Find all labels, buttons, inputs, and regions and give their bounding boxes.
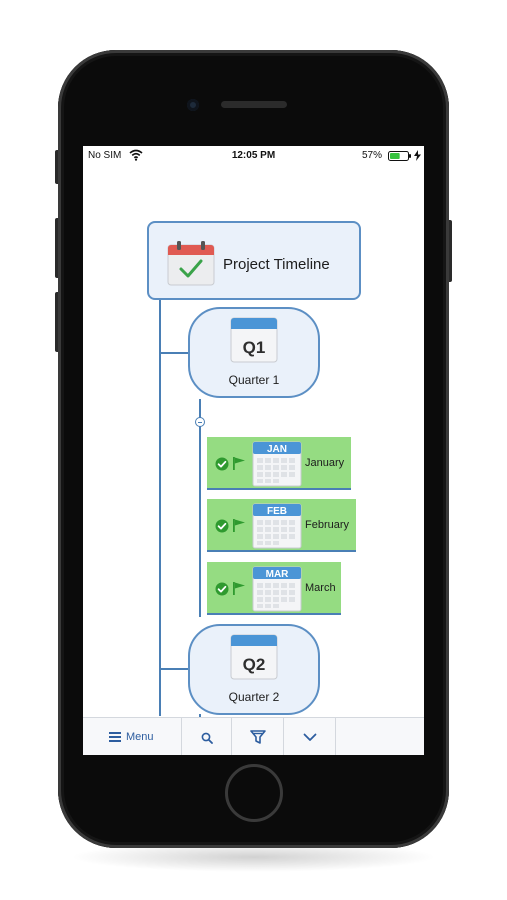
flag-icon — [233, 457, 245, 470]
timeline-tree: Project Timeline Q1 Quarter 1 — [83, 166, 424, 718]
month-node-march[interactable]: MAR March — [207, 562, 341, 615]
month-node-january[interactable]: JAN January — [207, 437, 351, 490]
silent-switch — [55, 150, 60, 184]
quarter-calendar-icon: Q1 — [230, 317, 278, 363]
q1-connector — [159, 352, 188, 354]
calendar-check-icon — [167, 241, 215, 286]
power-button — [447, 220, 452, 282]
check-circle-icon — [215, 582, 229, 596]
menu-icon — [109, 732, 121, 742]
month-label: February — [305, 519, 350, 531]
carrier-label: No SIM — [88, 150, 122, 161]
expand-more-button[interactable] — [284, 718, 336, 755]
status-bar: No SIM 12:05 PM 57% — [83, 146, 424, 166]
front-camera — [187, 99, 199, 111]
menu-button[interactable]: Menu — [83, 718, 182, 755]
quarter-label: Quarter 1 — [228, 373, 280, 387]
root-connector-line — [159, 300, 161, 716]
month-calendar-icon: FEB — [252, 503, 302, 549]
month-label: January — [305, 457, 345, 469]
bottom-toolbar: Menu — [83, 717, 424, 755]
q2-children-line — [199, 714, 201, 718]
month-calendar-icon: MAR — [252, 566, 302, 612]
check-circle-icon — [215, 519, 229, 533]
clock: 12:05 PM — [231, 150, 276, 161]
month-label: March — [305, 582, 336, 594]
charging-bolt-icon — [414, 150, 421, 161]
month-badge: FEB — [267, 506, 287, 517]
search-icon — [201, 732, 213, 744]
root-title: Project Timeline — [223, 256, 330, 273]
search-button[interactable] — [182, 718, 232, 755]
battery-percent: 57% — [361, 150, 382, 161]
month-node-february[interactable]: FEB February — [207, 499, 356, 552]
volume-up-button — [55, 218, 60, 278]
filter-button[interactable] — [232, 718, 284, 755]
check-circle-icon — [215, 457, 229, 471]
month-badge: JAN — [267, 444, 287, 455]
quarter-badge: Q1 — [243, 338, 266, 357]
quarter-badge: Q2 — [243, 655, 266, 674]
quarter-calendar-icon: Q2 — [230, 634, 278, 680]
q2-connector — [159, 668, 188, 670]
quarter-node-q2[interactable]: Q2 Quarter 2 — [188, 624, 320, 715]
chevron-down-icon — [303, 733, 317, 741]
flag-icon — [233, 582, 245, 595]
menu-label: Menu — [126, 731, 154, 743]
q1-children-line — [199, 399, 201, 617]
collapse-toggle-q1[interactable] — [195, 417, 205, 427]
month-calendar-icon: JAN — [252, 441, 302, 487]
battery-icon — [388, 151, 411, 161]
month-badge: MAR — [266, 569, 290, 580]
quarter-label: Quarter 2 — [228, 690, 280, 704]
volume-down-button — [55, 292, 60, 352]
root-node[interactable]: Project Timeline — [147, 221, 361, 300]
flag-icon — [233, 519, 245, 532]
phone-screen: No SIM 12:05 PM 57% — [83, 146, 424, 755]
home-button[interactable] — [225, 764, 283, 822]
earpiece-speaker — [221, 101, 287, 108]
wifi-icon — [129, 149, 143, 161]
filter-icon — [250, 730, 266, 744]
quarter-node-q1[interactable]: Q1 Quarter 1 — [188, 307, 320, 398]
